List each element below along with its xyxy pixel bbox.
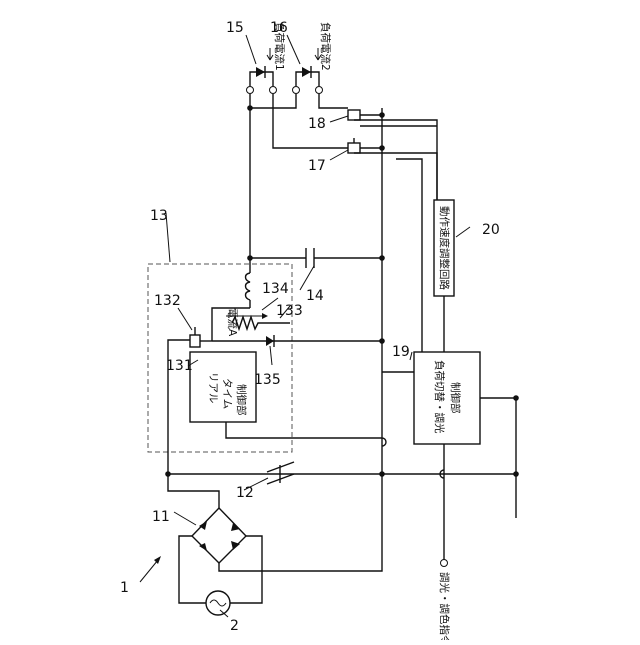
ref-rt-controller: 131 <box>166 358 193 374</box>
load-controller-box <box>414 352 480 444</box>
ref-led1: 15 <box>226 20 244 36</box>
switch-18 <box>348 110 437 200</box>
ref-inductor: 134 <box>262 281 289 297</box>
ref-cap-output: 14 <box>306 288 324 304</box>
ref-rectifier: 11 <box>152 509 170 525</box>
inductor <box>246 94 251 308</box>
ref-diode: 135 <box>254 372 281 388</box>
ref-converter: 13 <box>150 208 168 224</box>
ref-load-controller: 19 <box>392 344 410 360</box>
label-load-current-1: 負荷電流1 <box>273 22 286 71</box>
ref-switch1: 17 <box>308 158 326 174</box>
output-capacitor <box>250 248 382 268</box>
ref-cap-input: 12 <box>236 485 254 501</box>
label-load-current-2: 負荷電流2 <box>319 22 332 71</box>
ref-transistor: 132 <box>154 293 181 309</box>
led-load-2 <box>293 48 323 94</box>
label-current-a: 電流A <box>226 308 239 337</box>
input-capacitor <box>267 462 294 484</box>
ref-circuit: 1 <box>120 580 129 596</box>
diode <box>212 335 382 347</box>
ref-ac-source: 2 <box>230 618 239 634</box>
label-rt-line3: 制御部 <box>235 384 248 416</box>
label-lc-line2: 制御部 <box>449 382 462 414</box>
ref-speed-circuit: 20 <box>482 222 500 238</box>
ref-resistor: 133 <box>276 303 303 319</box>
led-load-1 <box>247 48 277 94</box>
ref-switch2: 18 <box>308 116 326 132</box>
label-lc-line1: 負荷切替・調光 <box>433 360 446 434</box>
bridge-rectifier <box>192 508 246 563</box>
label-rt-line1: リアル <box>207 372 219 403</box>
transistor <box>190 327 212 347</box>
switch-17 <box>348 138 437 200</box>
label-rt-line2: タイム <box>221 378 233 409</box>
label-dimming-command: 調光・調色指令 <box>438 572 451 640</box>
label-speed-circuit: 動作速度調整回路 <box>438 206 451 290</box>
ac-source <box>206 591 230 615</box>
